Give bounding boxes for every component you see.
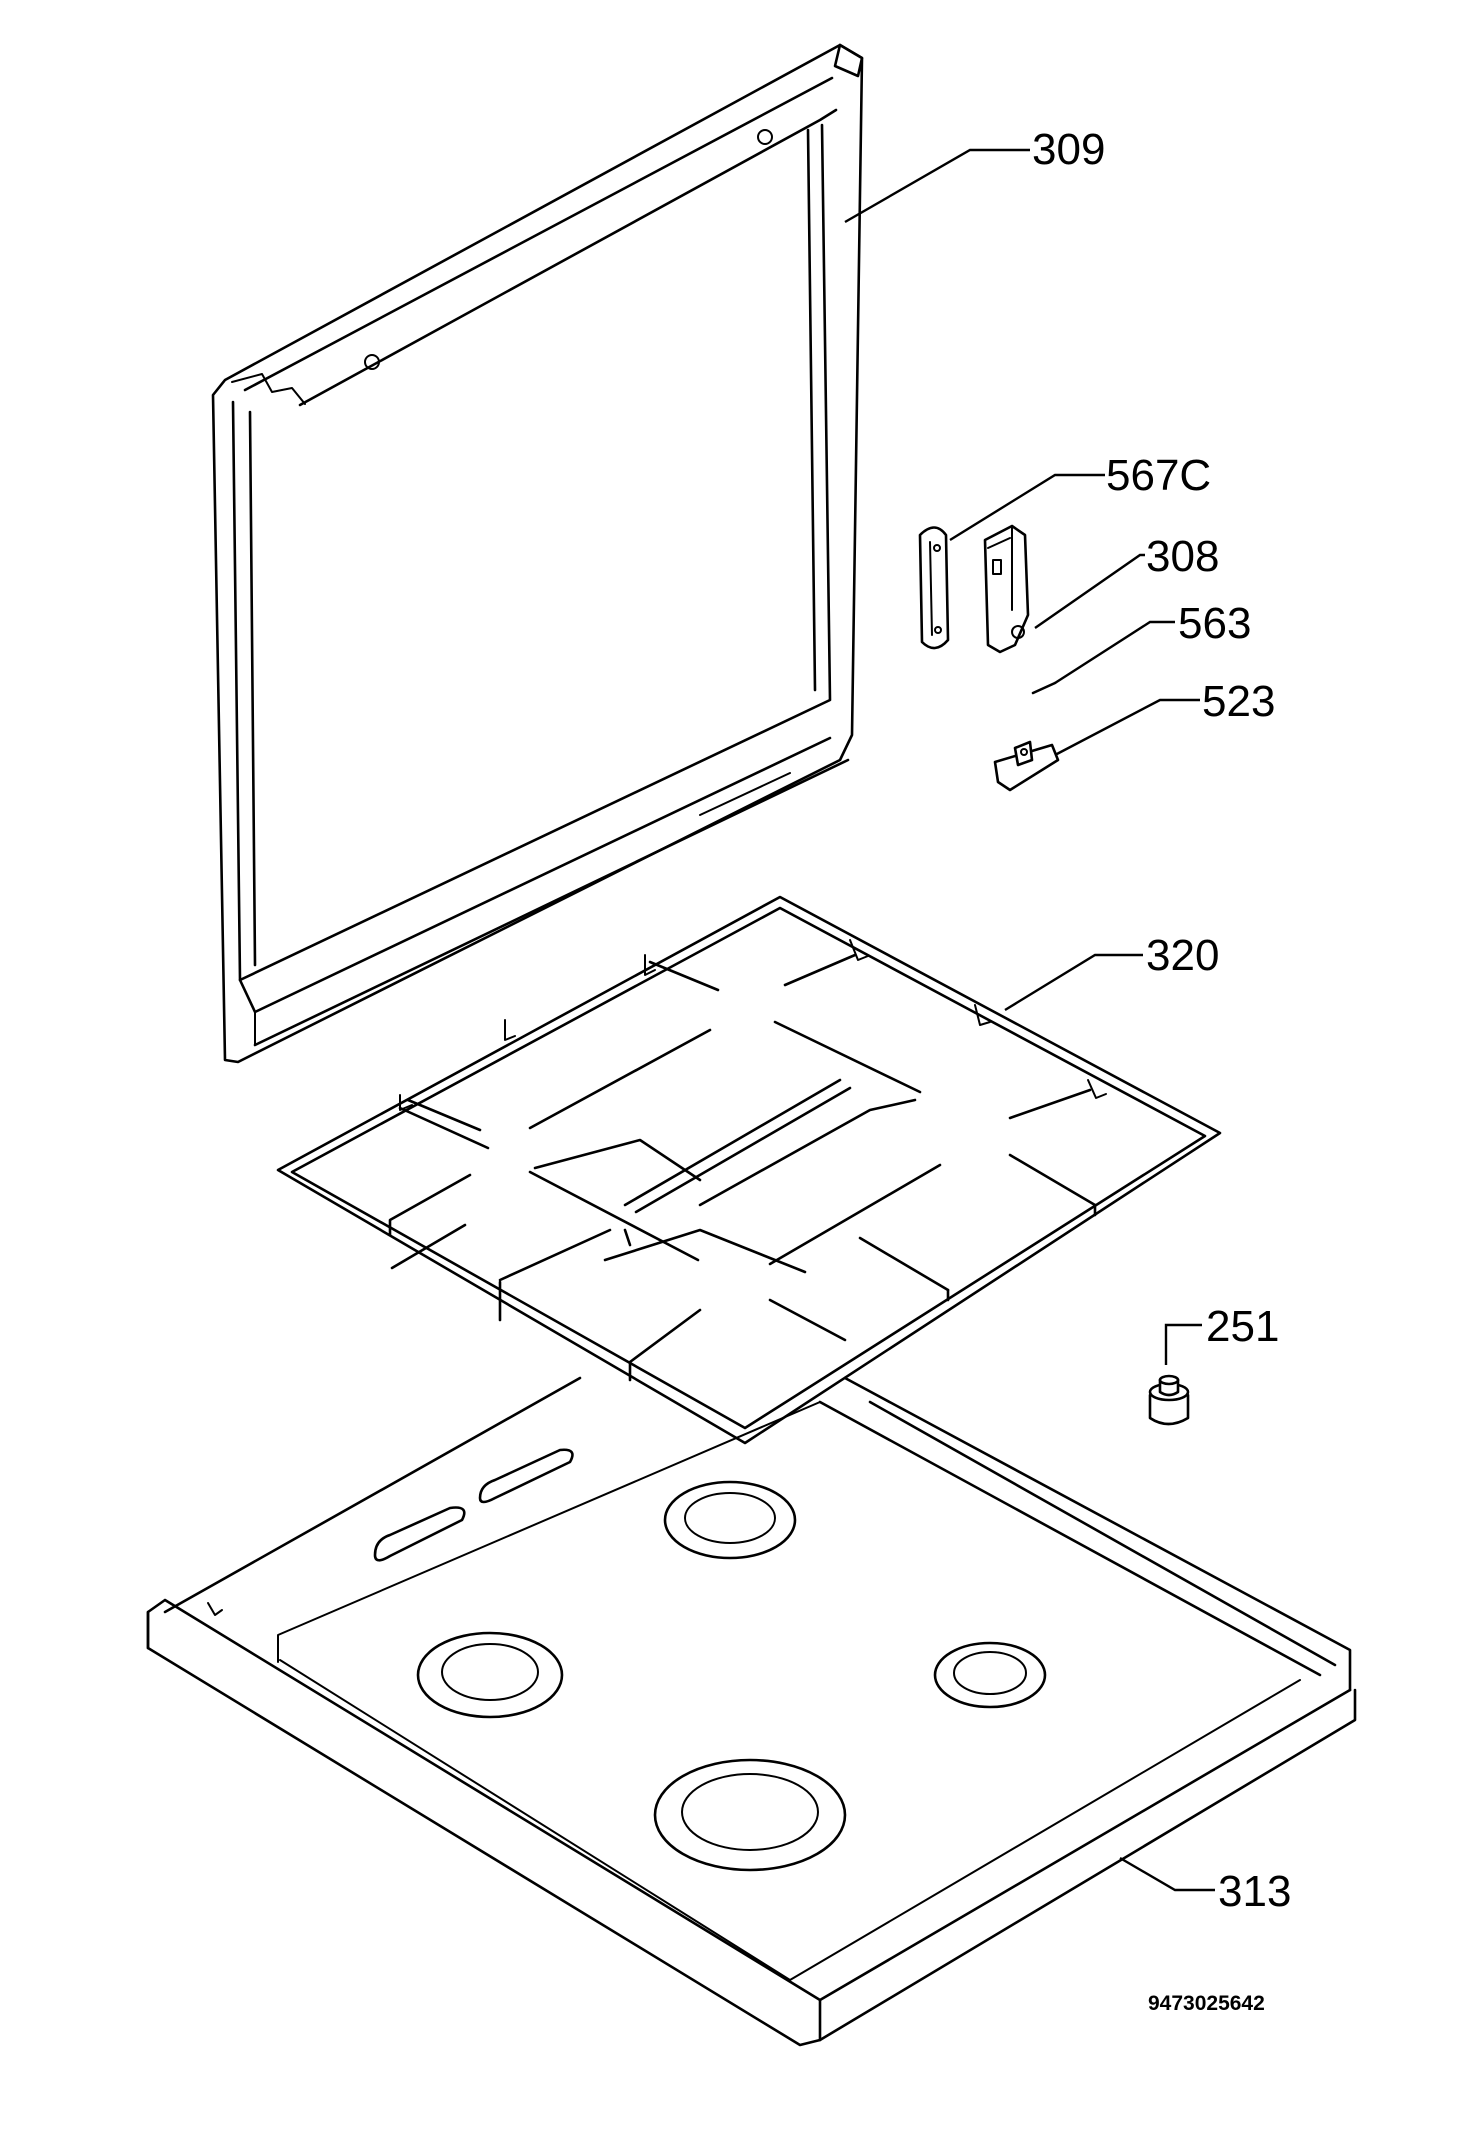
leader-lines (844, 148, 1215, 1892)
callout-309: 309 (1032, 125, 1105, 174)
callout-251: 251 (1206, 1302, 1279, 1351)
bracket-plate-567c (918, 526, 950, 650)
pin-563 (1031, 681, 1057, 695)
callout-567c: 567C (1106, 451, 1211, 500)
hinge-308 (983, 524, 1030, 654)
knob-251 (1148, 1374, 1190, 1426)
callout-563: 563 (1178, 599, 1251, 648)
callout-313: 313 (1218, 1867, 1291, 1916)
pan-support-320 (276, 895, 1222, 1445)
callout-320: 320 (1146, 931, 1219, 980)
drawing-code: 9473025642 (1148, 1992, 1265, 2015)
hob-top-313 (146, 1376, 1357, 2047)
hinge-base-523 (993, 740, 1060, 792)
lid-309 (211, 43, 864, 1064)
callout-308: 308 (1146, 532, 1219, 581)
callout-523: 523 (1202, 677, 1275, 726)
